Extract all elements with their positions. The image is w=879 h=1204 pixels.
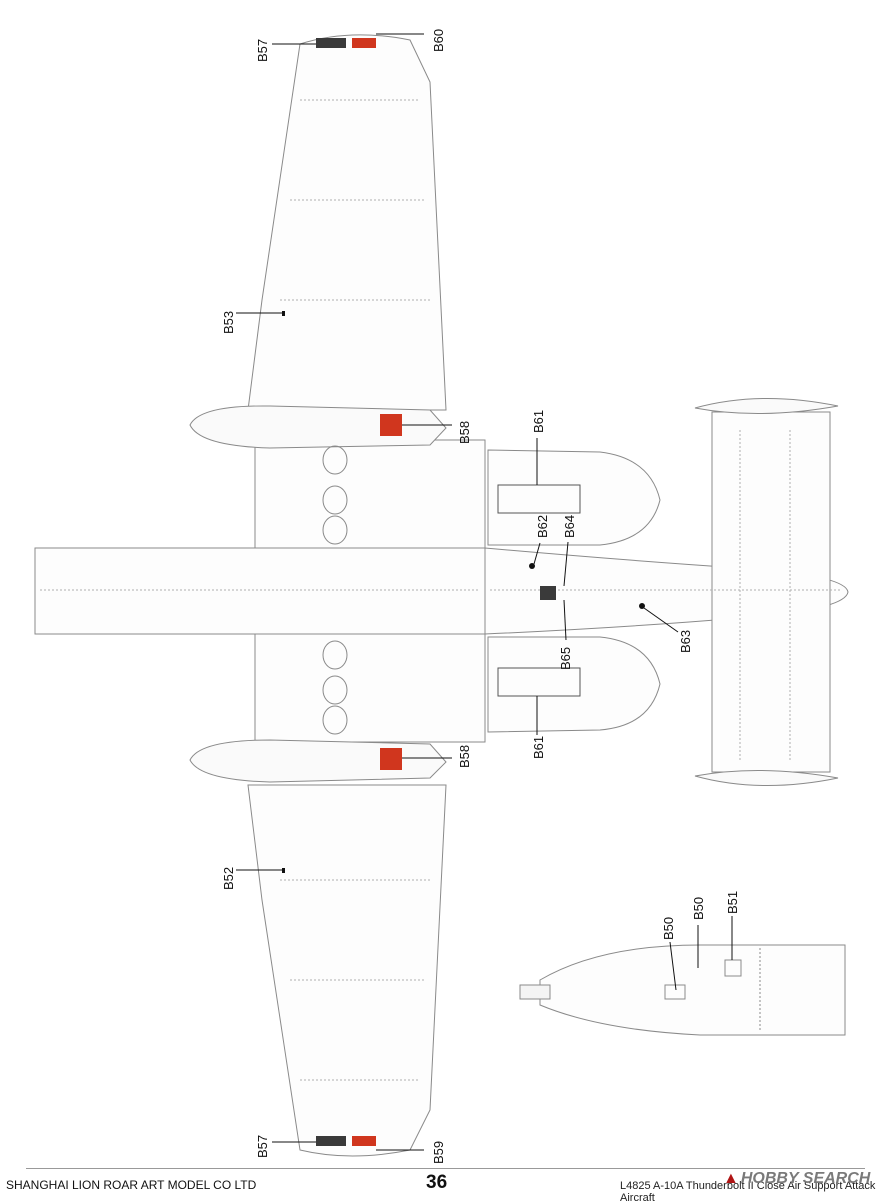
wing-root-lower <box>254 633 486 743</box>
upper-wing <box>247 34 447 411</box>
decal-b60 <box>352 38 376 48</box>
decals <box>282 38 645 1146</box>
upper-fin <box>694 397 839 415</box>
decal-b53 <box>282 311 285 316</box>
decal-b61-top <box>497 484 581 514</box>
decal-b57-top <box>316 38 346 48</box>
company-name: SHANGHAI LION ROAR ART MODEL CO LTD <box>6 1178 257 1192</box>
callout-b65: B65 <box>558 647 573 670</box>
decal-b52 <box>282 868 285 873</box>
callout-b51: B51 <box>725 891 740 914</box>
decal-b58-top <box>380 414 402 436</box>
callout-b63: B63 <box>678 630 693 653</box>
decal-b57-bottom <box>316 1136 346 1146</box>
upper-engine-nacelle <box>487 449 661 546</box>
callout-b52: B52 <box>221 867 236 890</box>
page-footer: SHANGHAI LION ROAR ART MODEL CO LTD 36 L… <box>0 1168 879 1204</box>
upper-gear-pod <box>189 405 447 449</box>
callout-b57-top: B57 <box>255 39 270 62</box>
wing-root-upper <box>254 439 486 549</box>
decal-b63 <box>639 603 645 609</box>
callout-b61-bottom: B61 <box>531 736 546 759</box>
callout-b60: B60 <box>431 29 446 52</box>
callout-b59: B59 <box>431 1141 446 1164</box>
watermark-text: HOBBY SEARCH <box>740 1170 871 1187</box>
callout-b57-bottom: B57 <box>255 1135 270 1158</box>
lower-engine-nacelle <box>487 636 661 733</box>
footer-rule <box>26 1168 865 1169</box>
nose-inset-view <box>519 944 846 1036</box>
callout-b50-left: B50 <box>661 917 676 940</box>
page-number: 36 <box>426 1172 448 1193</box>
callout-b62: B62 <box>535 515 550 538</box>
hobby-search-watermark: ▲HOBBY SEARCH <box>723 1170 870 1188</box>
decal-b62 <box>529 563 535 569</box>
callout-b50-right: B50 <box>691 897 706 920</box>
callout-b64: B64 <box>562 515 577 538</box>
decal-b64 <box>540 586 556 600</box>
callout-b53: B53 <box>221 311 236 334</box>
hobby-search-logo-icon: ▲ <box>723 1170 739 1187</box>
lower-wing <box>247 784 447 1157</box>
lower-fin <box>694 769 839 787</box>
callout-b58-bottom: B58 <box>457 745 472 768</box>
lower-gear-pod <box>189 739 447 783</box>
callout-b58-top: B58 <box>457 421 472 444</box>
horizontal-stabilizer <box>711 411 831 773</box>
decal-b59 <box>352 1136 376 1146</box>
center-fuselage <box>34 547 486 635</box>
a10-underside-diagram: B57 B60 B53 B58 B61 B62 B64 B65 B63 B61 … <box>34 29 849 1164</box>
decal-b61-bottom <box>497 667 581 697</box>
leader-lines <box>236 33 733 1151</box>
decal-b58-bottom <box>380 748 402 770</box>
callout-b61-top: B61 <box>531 410 546 433</box>
